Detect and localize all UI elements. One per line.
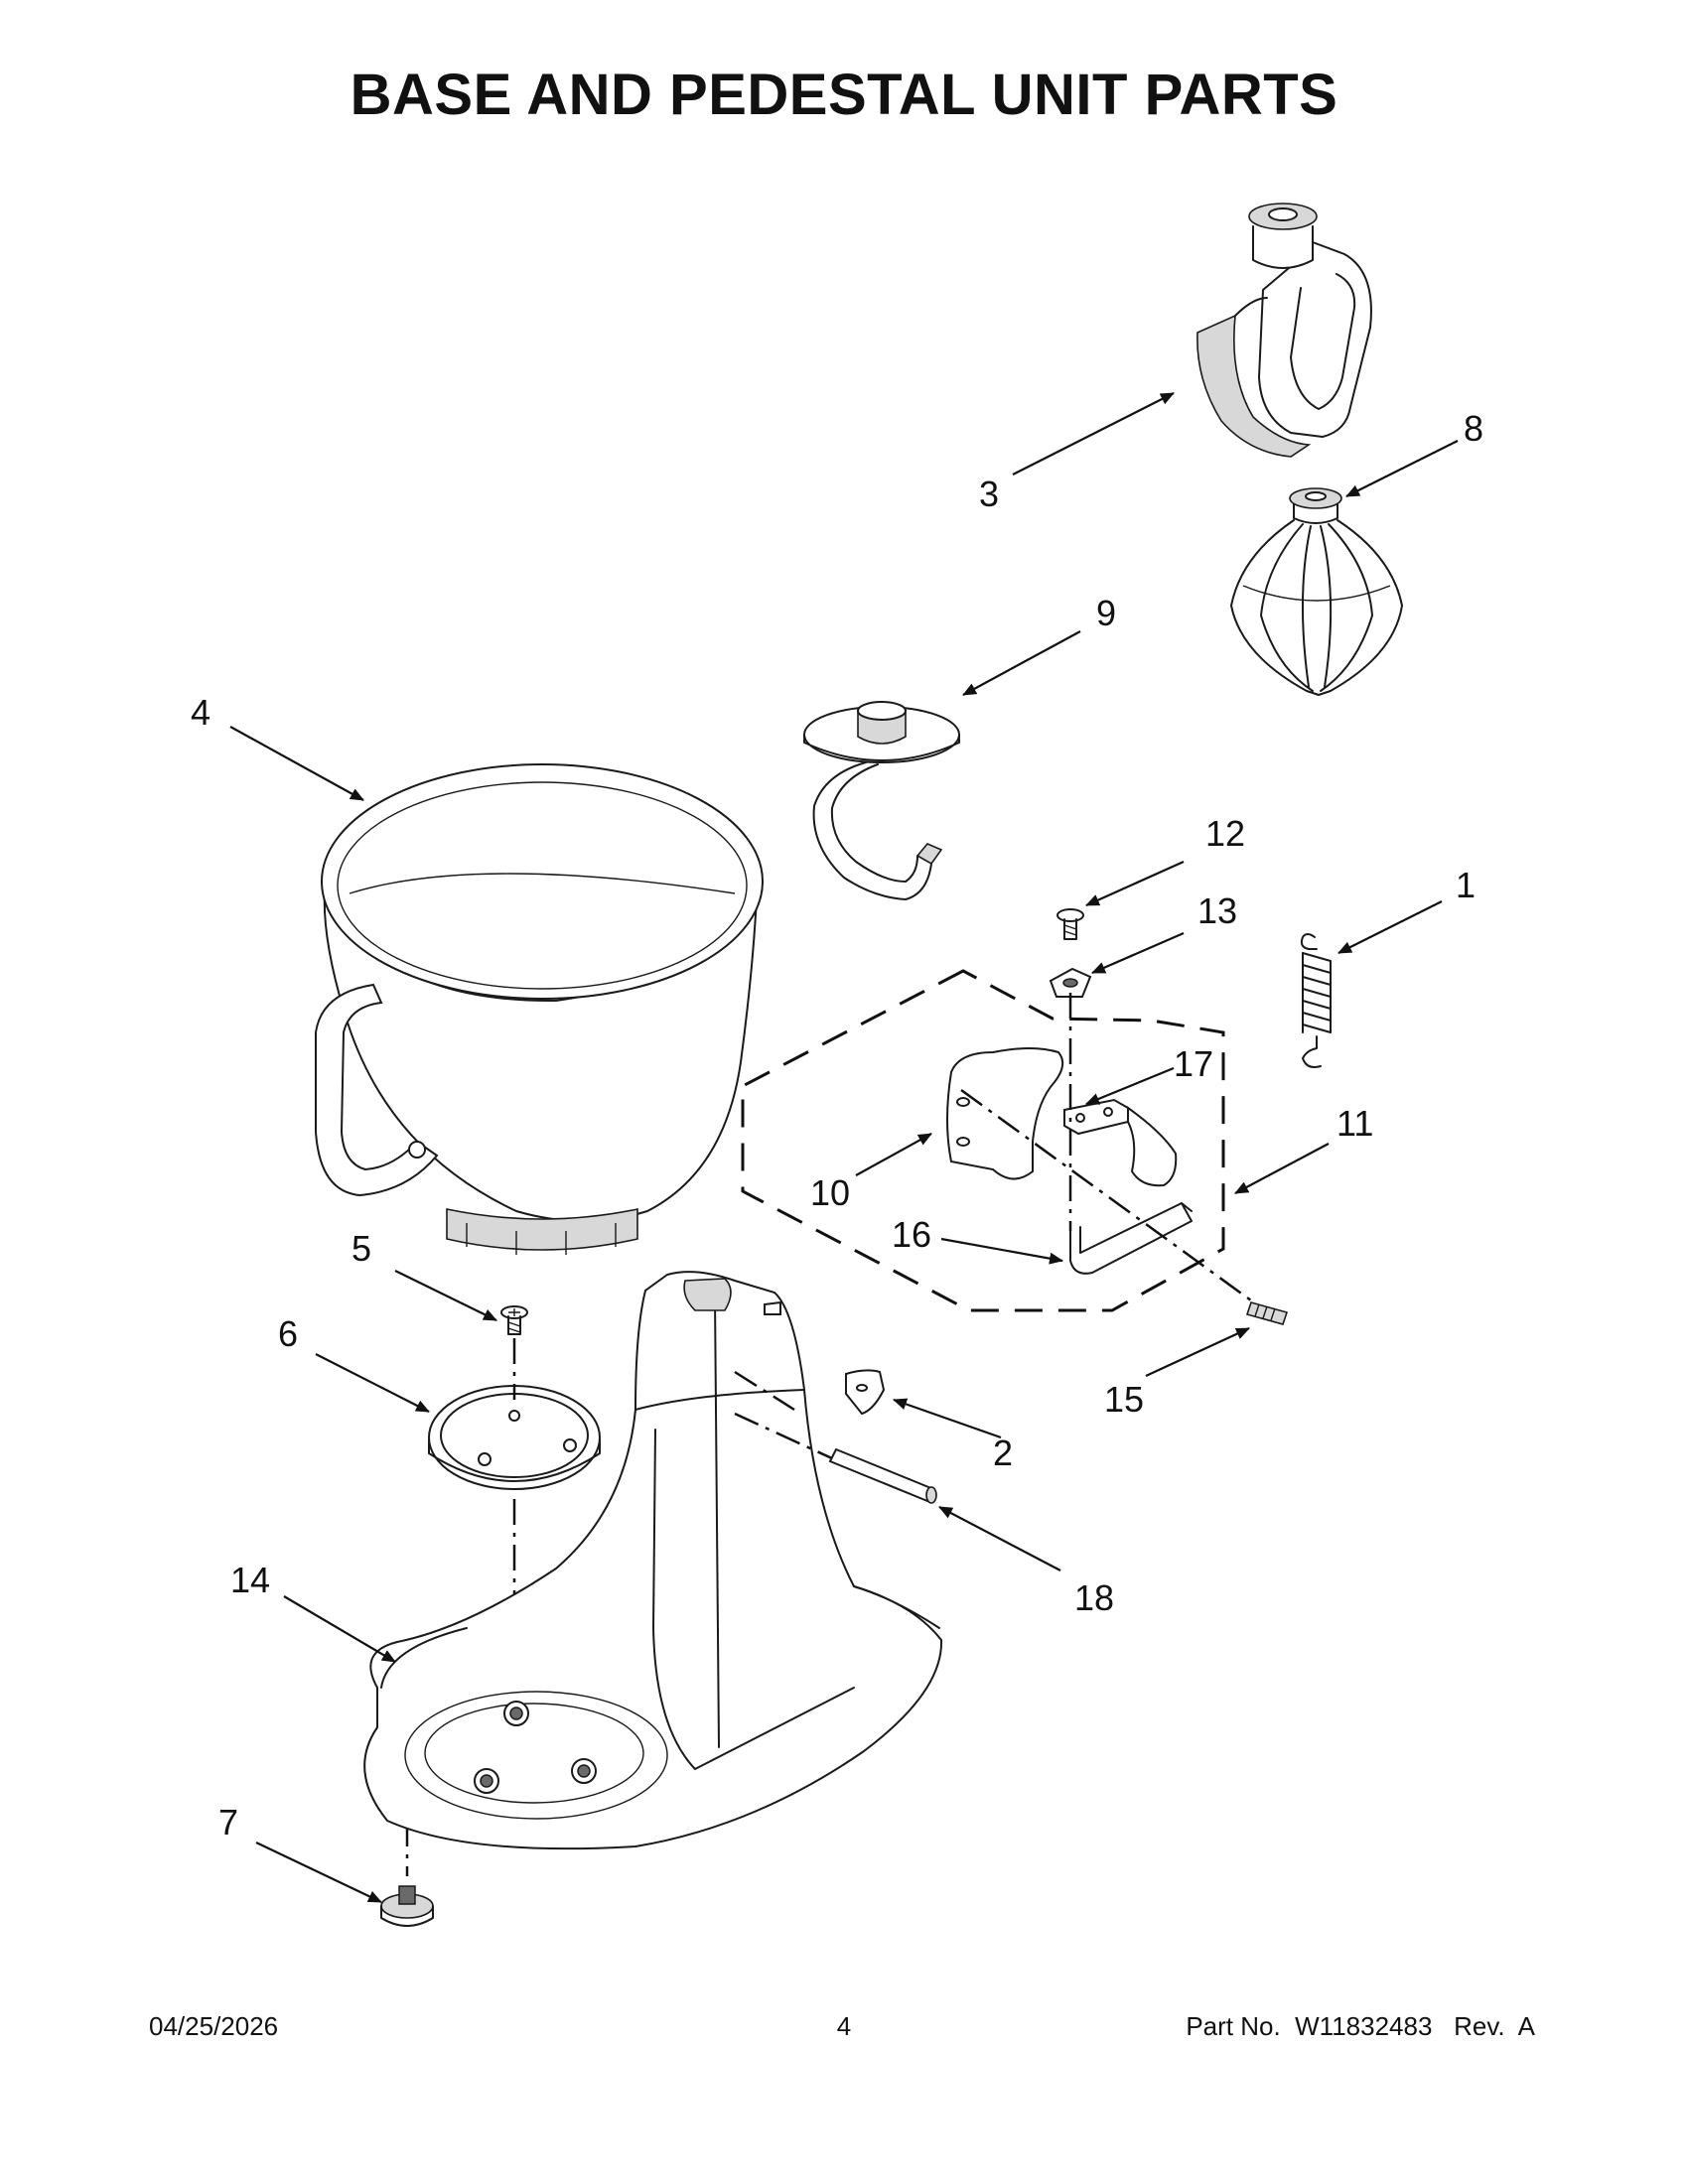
- callout-7: 7: [218, 1802, 238, 1843]
- callout-1: 1: [1456, 865, 1476, 905]
- callout-labels: 1 2 3 4 5 6 7 8 9 10 11 12 13 14 15 16 1…: [191, 408, 1483, 1843]
- callout-11: 11: [1336, 1103, 1373, 1144]
- dough-hook-part: [803, 701, 960, 900]
- callout-13: 13: [1197, 890, 1237, 931]
- bowl-lift-linkage-parts: [946, 1047, 1193, 1275]
- screw-and-washer-parts: [1049, 908, 1092, 998]
- rubber-foot-part: [380, 1885, 434, 1927]
- callout-6: 6: [278, 1313, 298, 1354]
- pedestal-base-part: [363, 1271, 943, 1850]
- callout-3: 3: [979, 474, 999, 514]
- callout-8: 8: [1464, 408, 1483, 449]
- callout-2: 2: [993, 1433, 1013, 1473]
- callout-17: 17: [1174, 1043, 1213, 1084]
- footer-part-number: Part No. W11832483 Rev. A: [1186, 2011, 1535, 2041]
- callout-leaders: [229, 392, 1459, 1903]
- callout-5: 5: [352, 1228, 371, 1269]
- callout-16: 16: [892, 1214, 931, 1255]
- wire-whip-part: [1230, 487, 1403, 696]
- callout-18: 18: [1074, 1577, 1114, 1618]
- callout-4: 4: [191, 692, 211, 733]
- footer-date: 04/25/2026: [149, 2011, 279, 2041]
- flat-beater-part: [1196, 203, 1372, 458]
- callout-10: 10: [810, 1172, 850, 1213]
- callout-12: 12: [1205, 813, 1245, 854]
- assembly-axis-line: [960, 1088, 1252, 1302]
- screw-and-trim-ring-parts: [428, 1305, 601, 1490]
- footer-page-number: 4: [836, 2011, 852, 2041]
- callout-14: 14: [230, 1560, 270, 1600]
- callout-15: 15: [1104, 1379, 1144, 1420]
- pin-part: [1245, 1301, 1289, 1325]
- mixing-bowl-part: [315, 763, 764, 1255]
- callout-9: 9: [1096, 593, 1116, 633]
- spring-part: [1300, 933, 1332, 1068]
- bracket-part: [845, 1369, 886, 1416]
- page-title: BASE AND PEDESTAL UNIT PARTS: [350, 63, 1338, 127]
- rod-part: [828, 1447, 937, 1504]
